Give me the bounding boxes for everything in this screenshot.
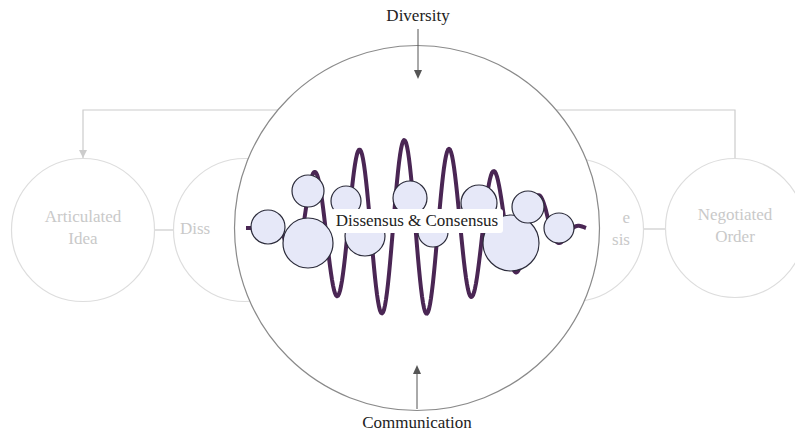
bubble xyxy=(292,175,324,207)
bubble xyxy=(544,213,574,243)
bubble xyxy=(512,191,544,223)
outer-circle xyxy=(235,46,600,411)
connector xyxy=(155,230,173,231)
bubble xyxy=(251,210,285,244)
pointer-line xyxy=(418,29,419,72)
stage-label: Diss xyxy=(180,218,210,240)
stage-label: e sis xyxy=(603,207,630,251)
stage-label: Negotiated Order xyxy=(683,204,787,248)
central-circle: Dissensus & Consensus xyxy=(234,45,600,411)
stage-label: Articulated Idea xyxy=(31,206,135,250)
arrow-head xyxy=(413,365,421,374)
arrow-head xyxy=(414,70,422,79)
axis-label: Diversity xyxy=(386,6,449,26)
pointer-line xyxy=(417,372,418,409)
connector xyxy=(644,229,665,230)
stage-circle: Articulated Idea xyxy=(11,158,155,302)
wave-line xyxy=(246,140,586,314)
stage-circle: Negotiated Order xyxy=(665,158,795,298)
center-label: Dissensus & Consensus xyxy=(331,209,503,233)
axis-label: Communication xyxy=(362,413,472,433)
bubble xyxy=(283,218,333,268)
